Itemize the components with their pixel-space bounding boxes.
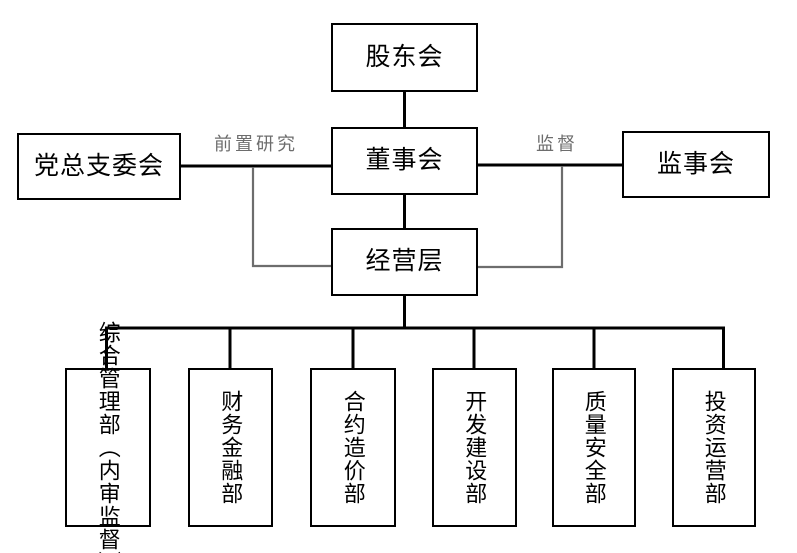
node-board-of-supervisors[interactable]: 监事会 <box>622 131 770 198</box>
node-department-2-label: 财务金融部 <box>218 390 244 505</box>
node-department-5-label: 质量安全部 <box>581 390 607 505</box>
node-department-1-sublabel: （内审监督） <box>95 436 121 553</box>
node-department-1[interactable]: 综合管理部 （内审监督） <box>65 321 151 553</box>
node-department-3[interactable]: 合约造价部 <box>310 368 396 527</box>
edge-label-supervision: 监督 <box>536 134 578 154</box>
edge-supervisors-management <box>478 166 564 269</box>
node-shareholders-label: 股东会 <box>365 42 444 71</box>
node-department-3-label: 合约造价部 <box>340 390 366 505</box>
node-party-committee-label: 党总支委会 <box>33 151 164 180</box>
node-party-committee[interactable]: 党总支委会 <box>17 133 181 200</box>
edge-label-pre-research: 前置研究 <box>214 134 298 154</box>
node-management-layer[interactable]: 经营层 <box>331 228 478 296</box>
node-department-5[interactable]: 质量安全部 <box>552 368 636 527</box>
node-department-6-label: 投资运营部 <box>701 390 727 505</box>
node-shareholders[interactable]: 股东会 <box>331 23 478 92</box>
node-board-of-directors-label: 董事会 <box>365 146 444 175</box>
node-management-layer-label: 经营层 <box>365 247 444 276</box>
node-board-of-directors[interactable]: 董事会 <box>331 127 478 195</box>
node-department-2[interactable]: 财务金融部 <box>188 368 273 527</box>
node-department-4-label: 开发建设部 <box>462 390 488 505</box>
node-board-of-supervisors-label: 监事会 <box>656 149 735 178</box>
node-department-1-label: 综合管理部 <box>95 321 121 436</box>
edge-party-management <box>251 167 331 268</box>
node-department-4[interactable]: 开发建设部 <box>432 368 517 527</box>
node-department-6[interactable]: 投资运营部 <box>672 368 756 527</box>
